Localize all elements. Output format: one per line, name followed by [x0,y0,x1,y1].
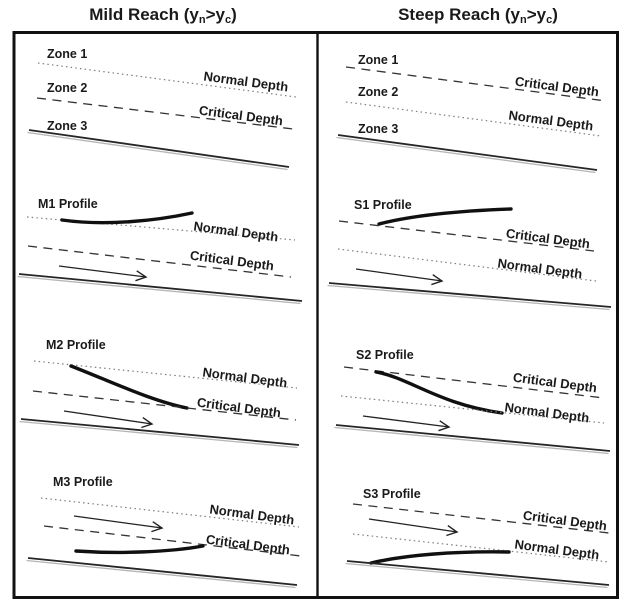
s3-profile-label: S3 Profile [363,487,421,501]
flow-direction-arrow [368,518,459,537]
m2-profile-section: M2 Profile Normal Depth Critical Depth [19,338,300,449]
m1-profile-label: M1 Profile [38,197,98,211]
critical-depth-line [345,66,607,102]
channel-bed-shadow [27,131,288,171]
channel-bed-shadow [334,426,609,455]
channel-bed-shadow [345,562,608,589]
critical-depth-line [352,503,610,534]
s1-water-surface-curve [377,207,513,226]
normal-depth-label: Normal Depth [497,255,584,281]
flow-direction-arrow [362,415,451,432]
critical-depth-line [338,220,595,252]
m1-profile-section: M1 Profile Normal Depth Critical Depth [17,197,303,305]
channel-bed-line [335,424,611,452]
s2-profile-section: S2 Profile Critical Depth Normal Depth [334,348,611,455]
m3-profile-label: M3 Profile [53,475,113,489]
zone1-label: Zone 1 [47,47,87,61]
m2-water-surface-curve [69,364,189,410]
critical-depth-line [43,525,302,557]
normal-depth-line [352,533,610,563]
zone2-label: Zone 2 [47,81,87,95]
critical-depth-line [36,97,294,130]
channel-bed-line [18,273,303,302]
channel-bed-shadow [336,136,596,174]
m3-water-surface-curve [74,544,205,555]
channel-bed-shadow [19,420,298,449]
normal-depth-line [345,101,602,137]
critical-depth-label: Critical Depth [505,226,591,252]
zone3-label: Zone 3 [358,122,398,136]
channel-bed-line [27,557,298,586]
normal-depth-label: Normal Depth [203,68,290,94]
m2-profile-label: M2 Profile [46,338,106,352]
steep-panel: Zone 1 Critical Depth Zone 2 Normal Dept… [327,53,612,589]
channel-bed-line [337,134,598,171]
s2-profile-label: S2 Profile [356,348,414,362]
normal-depth-label: Normal Depth [514,536,601,562]
channel-bed-line [20,418,300,446]
critical-depth-label: Critical Depth [514,74,600,100]
steep-reach-title: Steep Reach (yn>yc) [398,5,558,26]
normal-depth-line [40,497,300,528]
critical-depth-label: Critical Depth [205,532,291,558]
critical-depth-label: Critical Depth [196,395,282,421]
critical-depth-line [32,390,297,421]
steep-zones-section: Zone 1 Critical Depth Zone 2 Normal Dept… [336,53,607,174]
critical-depth-label: Critical Depth [522,508,608,534]
outer-border [12,31,619,599]
critical-depth-line [27,245,292,278]
flow-direction-arrow [58,265,148,282]
s3-water-surface-curve [369,550,511,565]
mild-zones-section: Zone 1 Normal Depth Zone 2 Critical Dept… [27,47,297,171]
channel-bed-line [346,560,610,586]
normal-depth-label: Normal Depth [193,218,280,244]
channel-bed-shadow [26,559,296,589]
flow-direction-arrow [355,268,444,286]
critical-depth-label: Critical Depth [198,103,284,129]
mild-panel: Zone 1 Normal Depth Zone 2 Critical Dept… [17,47,303,589]
s1-profile-label: S1 Profile [354,198,412,212]
normal-depth-line [337,248,597,282]
normal-depth-line [33,360,298,389]
channel-bed-line [328,282,612,308]
normal-depth-label: Normal Depth [504,399,591,425]
critical-depth-label: Critical Depth [512,370,598,396]
zone1-label: Zone 1 [358,53,398,67]
normal-depth-label: Normal Depth [202,364,289,390]
zone2-label: Zone 2 [358,85,398,99]
normal-depth-label: Normal Depth [209,501,296,527]
channel-bed-line [28,129,290,168]
normal-depth-line [37,62,297,98]
mild-reach-title: Mild Reach (yn>yc) [89,5,237,26]
channel-bed-shadow [327,284,610,311]
critical-depth-line [343,366,605,399]
m1-water-surface-curve [60,211,194,225]
s1-profile-section: S1 Profile Critical Depth Normal Depth [327,198,612,311]
s3-profile-section: S3 Profile Critical Depth Normal Depth [345,487,610,589]
normal-depth-line [340,395,605,424]
s2-water-surface-curve [374,370,504,415]
zone3-label: Zone 3 [47,119,87,133]
m3-profile-section: M3 Profile Normal Depth Critical Depth [26,475,302,589]
flow-direction-arrow [73,515,164,533]
channel-bed-shadow [17,275,301,305]
flow-direction-arrow [63,410,154,429]
